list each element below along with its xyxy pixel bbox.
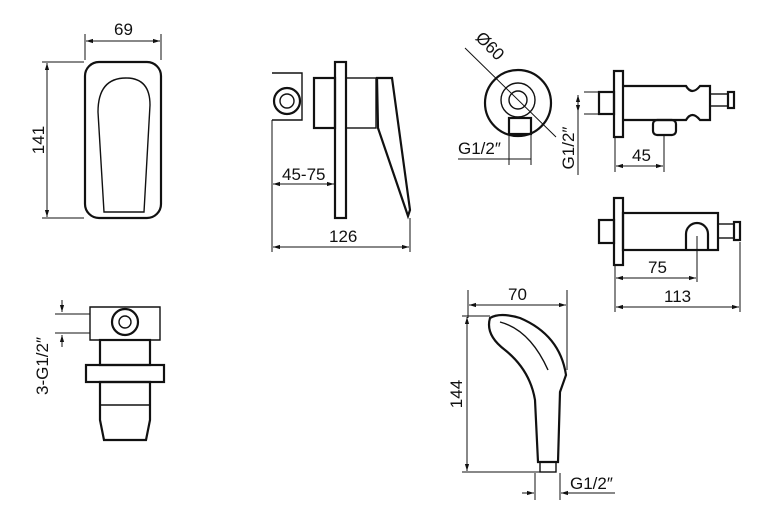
elbow-thread-label: G1/2″: [458, 139, 501, 158]
holder-hook-label: 75: [648, 258, 667, 277]
elbow-side-thread-label: G1/2″: [559, 127, 578, 170]
mixer-side-view: 45-75 126: [271, 60, 412, 252]
valve-length-label: 126: [329, 227, 357, 246]
cover-width-label: 69: [114, 20, 133, 39]
cover-plate-front-view: 69 141: [29, 20, 163, 220]
spray-width-label: 70: [508, 285, 527, 304]
elbow-diameter-label: Ø60: [472, 28, 508, 64]
wall-outlet-side-view: G1/2″ 45: [559, 69, 736, 175]
valve-threads-label: 3-G1/2″: [33, 337, 52, 395]
cover-height-label: 141: [29, 126, 48, 154]
outlet-offset-label: 45: [632, 146, 651, 165]
spray-thread-label: G1/2″: [570, 474, 613, 493]
valve-body-view: 3-G1/2″: [33, 300, 166, 442]
holder-side-view: 75 113: [597, 196, 742, 312]
wall-elbow-front-view: Ø60 G1/2″: [458, 28, 557, 165]
spray-height-label: 144: [447, 380, 466, 408]
wall-depth-label: 45-75: [282, 165, 325, 184]
holder-length-label: 113: [664, 287, 691, 306]
hand-spray-view: 70 144 G1/2″: [447, 285, 615, 500]
